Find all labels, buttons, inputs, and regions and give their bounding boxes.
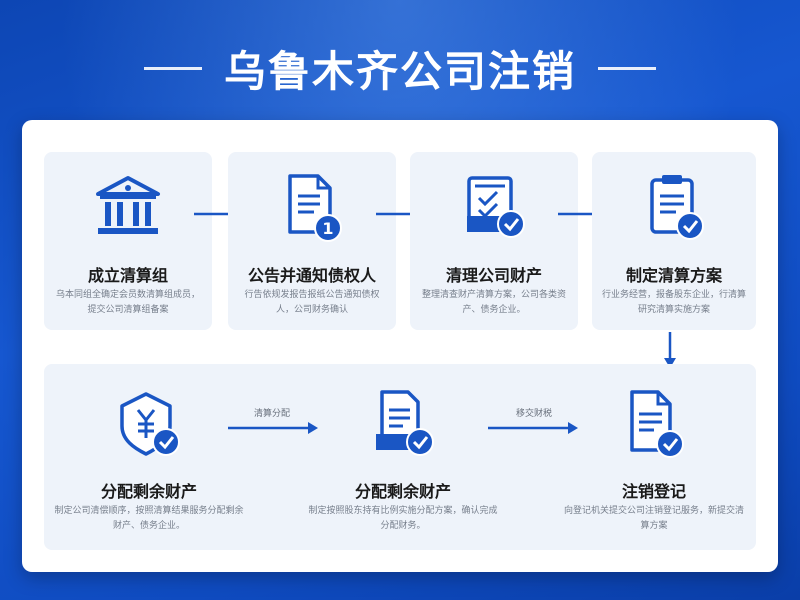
step-card-4: 制定清算方案 行业务经营，报备股东企业，行清算研究清算实施方案 [592, 152, 756, 330]
document-number-one-icon: 1 [288, 174, 342, 242]
step-title: 成立清算组 [87, 266, 168, 285]
step-card-1: 成立清算组 乌本同组全确定会员数清算组成员，提交公司清算组备案 [44, 152, 212, 330]
step-description: 整理清查财产清算方案，公司各类资产、债务企业。 [421, 290, 566, 315]
step-title: 分配剩余财产 [100, 482, 197, 501]
document-check-icon [630, 390, 684, 458]
svg-text:1: 1 [322, 219, 333, 238]
step-card-3: 清理公司财产 整理清查财产清算方案，公司各类资产、债务企业。 [410, 152, 578, 330]
step-card-2: 1 公告并通知债权人 行告依规发报告报纸公告通知债权人，公司财务确认 [228, 152, 396, 330]
step-title: 分配剩余财产 [354, 482, 451, 501]
bank-building-icon [96, 176, 160, 234]
step-description: 向登记机关提交公司注销登记服务，新提交清算方案 [563, 506, 744, 531]
step-title: 注销登记 [621, 482, 686, 501]
step-title: 清理公司财产 [445, 266, 542, 285]
arrow-label: 移交财税 [515, 409, 552, 419]
arrow-label: 清算分配 [253, 409, 290, 419]
document-tray-check-icon [376, 390, 434, 456]
title-left-line [143, 66, 202, 70]
step-description: 行业务经营，报备股东企业，行清算研究清算实施方案 [601, 290, 746, 315]
step-card-5: 分配剩余财产 制定公司清偿顺序，按照清算结果服务分配剩余财产、债务企业。 [44, 364, 254, 550]
clipboard-check-icon [650, 175, 704, 240]
step-description: 制定按照股东持有比例实施分配方案，确认完成分配财务。 [308, 506, 498, 531]
step-description: 乌本同组全确定会员数清算组成员，提交公司清算组备案 [55, 290, 200, 315]
step-title: 制定清算方案 [625, 266, 722, 285]
page-title: 乌鲁木齐公司注销 [223, 46, 576, 96]
flow-arrow-down [664, 332, 676, 368]
header: 乌鲁木齐公司注销 [0, 38, 800, 98]
step-card-7: 注销登记 向登记机关提交公司注销登记服务，新提交清算方案 [552, 364, 756, 550]
document-checklist-icon [467, 176, 525, 238]
step-description: 行告依规发报告报纸公告通知债权人，公司财务确认 [244, 290, 380, 315]
step-title: 公告并通知债权人 [247, 266, 376, 285]
process-panel: 成立清算组 乌本同组全确定会员数清算组成员，提交公司清算组备案 1 公告并通知债… [22, 120, 778, 572]
flow-arrow-right [228, 422, 318, 434]
flow-arrow-right [488, 422, 578, 434]
title-right-line [598, 66, 656, 70]
step-description: 制定公司清偿顺序，按照清算结果服务分配剩余财产、债务企业。 [54, 506, 244, 531]
yuan-shield-icon [120, 392, 180, 456]
step-card-6: 分配剩余财产 制定按照股东持有比例实施分配方案，确认完成分配财务。 [298, 364, 508, 550]
